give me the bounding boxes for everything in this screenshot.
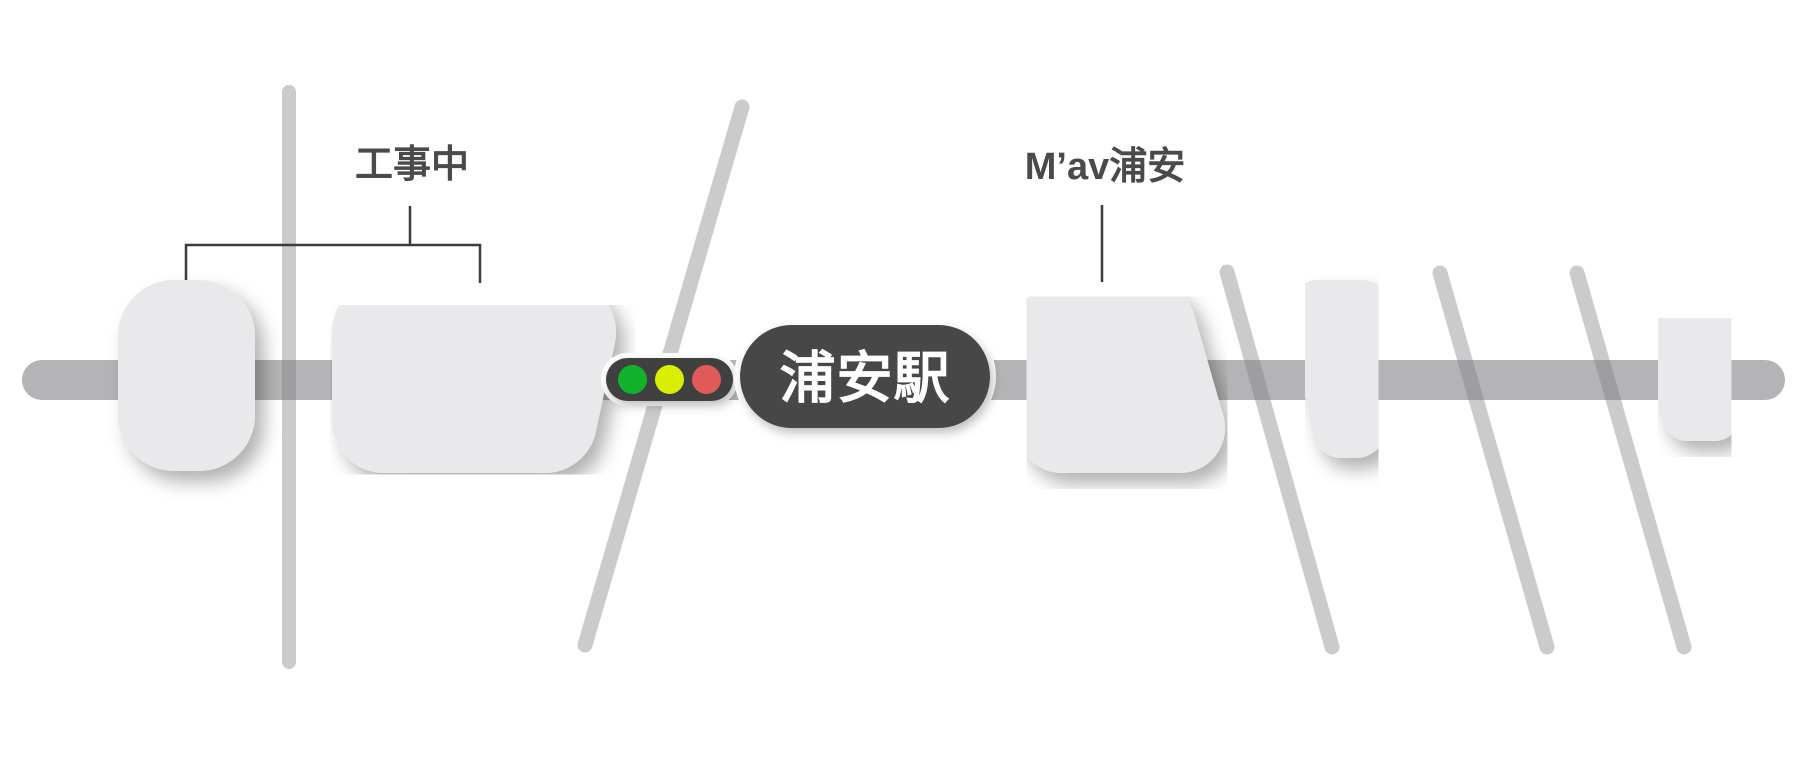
station-badge-body (740, 325, 990, 428)
cross-road-diagonal-right-3 (1569, 265, 1692, 655)
station-badge-label: 浦安駅 (780, 347, 951, 410)
cross-road-diagonal-right-2 (1432, 265, 1555, 655)
station-badge: 浦安駅 (734, 319, 996, 434)
building-mav-urayasu (1017, 282, 1225, 473)
signal-red-light-icon (692, 365, 721, 394)
signal-yellow-light-icon (655, 365, 684, 394)
building-far-right (1643, 312, 1742, 441)
mav-label: M’av浦安 (1025, 146, 1185, 188)
cross-road-diagonal-right-1 (1219, 264, 1340, 655)
building-mid-right (1288, 280, 1391, 458)
construction-label: 工事中 (355, 144, 469, 186)
building-construction-large (332, 280, 616, 473)
construction-bracket-line (184, 206, 482, 283)
building-small-left (118, 280, 255, 471)
signal-green-light-icon (618, 365, 647, 394)
traffic-signal (601, 353, 738, 406)
